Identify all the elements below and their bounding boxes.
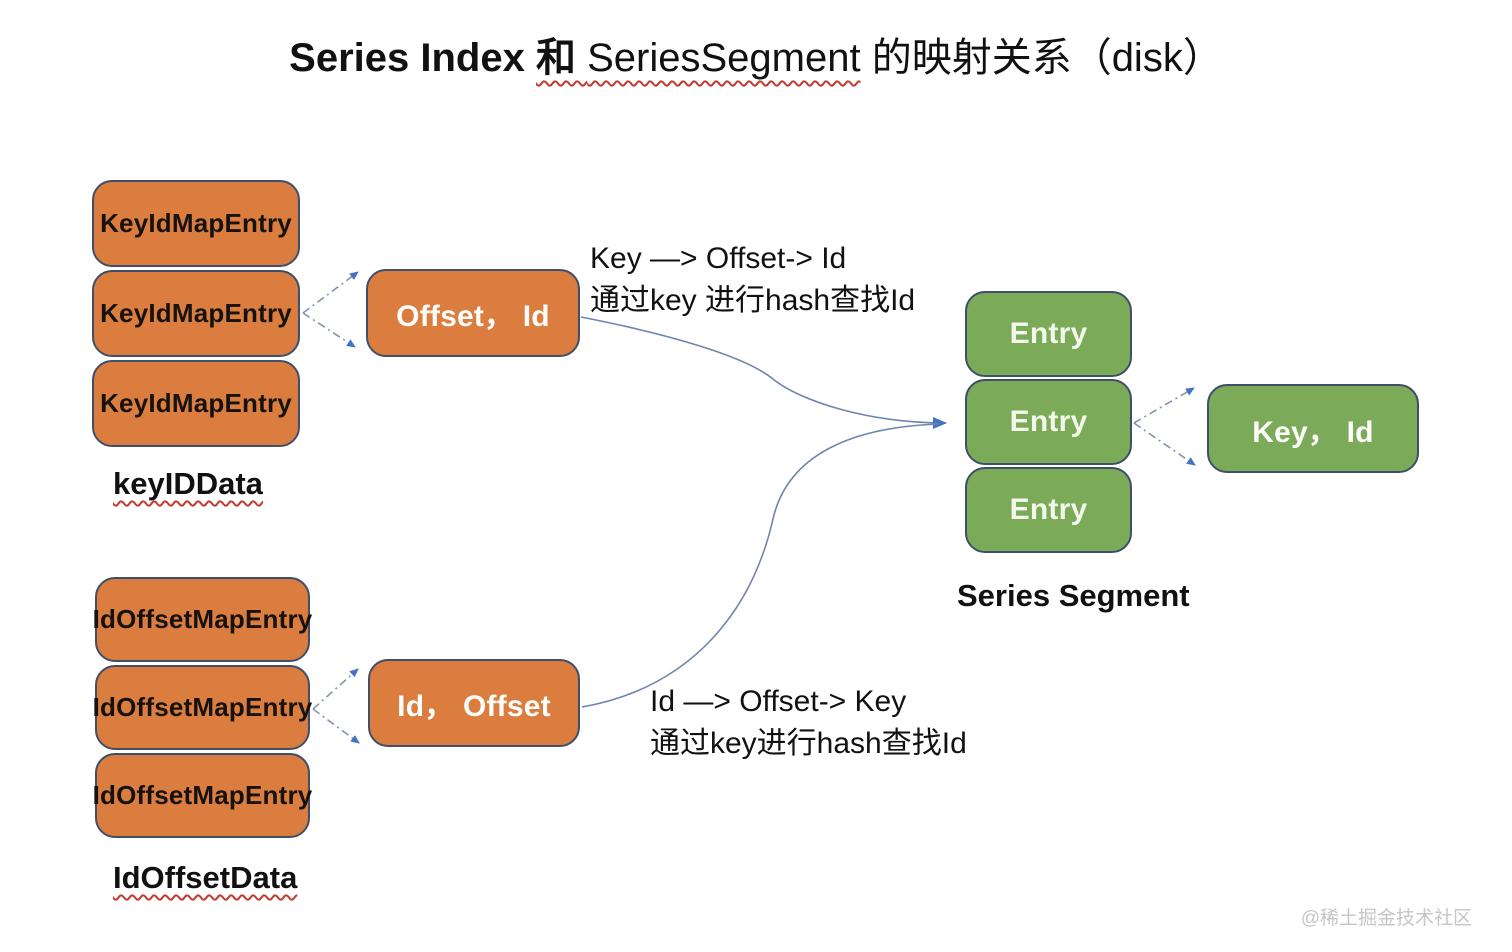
offset-id-label: Offset， Id	[396, 300, 550, 333]
keyidmapentry-box-2: KeyIdMapEntry	[92, 270, 300, 357]
keyidmapentry-box-1: KeyIdMapEntry	[92, 180, 300, 267]
watermark: @稀土掘金技术社区	[1300, 908, 1472, 929]
entry-box-2: Entry	[965, 379, 1132, 465]
bottom-annotation: Id —> Offset-> Key 通过key进行hash查找Id	[650, 681, 967, 765]
bottom-annotation-line2: 通过key进行hash查找Id	[650, 727, 967, 760]
key-id-box: Key， Id	[1207, 384, 1419, 473]
keyid-to-offsetid-arrows	[302, 271, 359, 348]
bottom-annotation-line1: Id —> Offset-> Key	[650, 685, 907, 718]
idoffsetmapentry-label: IdOffsetMapEntry	[92, 692, 313, 722]
id-offset-label: Id， Offset	[397, 690, 551, 723]
title-bold-part: Series Index	[289, 36, 536, 80]
page-title: Series Index 和 SeriesSegment 的映射关系（disk）	[0, 36, 1512, 80]
idoffsetmapentry-label: IdOffsetMapEntry	[92, 604, 313, 634]
idoffsetmapentry-box-3: IdOffsetMapEntry	[92, 753, 313, 838]
curve-idoffset-to-entry	[581, 423, 939, 708]
top-annotation-line2: 通过key 进行hash查找Id	[590, 284, 916, 317]
keyidmapentry-label: KeyIdMapEntry	[100, 388, 292, 418]
top-annotation-line1: Key —> Offset-> Id	[590, 242, 847, 275]
title-he: 和	[535, 36, 588, 80]
idoffset-to-idoffsetbox-arrows	[312, 668, 360, 744]
idoffsetdata-label: IdOffsetData	[113, 860, 298, 895]
series-segment-label: Series Segment	[957, 578, 1190, 613]
idoffsetmapentry-box-2: IdOffsetMapEntry	[92, 665, 313, 750]
id-offset-box: Id， Offset	[368, 659, 580, 747]
key-id-label: Key， Id	[1252, 415, 1374, 449]
entry-box-3: Entry	[965, 467, 1132, 553]
keyidmapentry-label: KeyIdMapEntry	[100, 208, 292, 238]
top-annotation: Key —> Offset-> Id 通过key 进行hash查找Id	[590, 238, 915, 322]
title-rest: 的映射关系（disk）	[860, 36, 1223, 80]
offset-id-box: Offset， Id	[366, 269, 580, 357]
entry-to-keyid-arrows	[1133, 387, 1196, 466]
entry-box-1: Entry	[965, 291, 1132, 377]
curve-offsetid-to-entry	[580, 316, 947, 429]
idoffsetmapentry-box-1: IdOffsetMapEntry	[92, 577, 313, 662]
entry-label: Entry	[1009, 317, 1088, 350]
entry-label: Entry	[1009, 405, 1088, 438]
title-seriessegment: SeriesSegment	[587, 36, 861, 80]
entry-label: Entry	[1009, 493, 1088, 526]
keyiddata-label: keyIDData	[113, 466, 263, 501]
idoffsetmapentry-label: IdOffsetMapEntry	[92, 780, 313, 810]
keyidmapentry-box-3: KeyIdMapEntry	[92, 360, 300, 447]
keyidmapentry-label: KeyIdMapEntry	[100, 298, 292, 328]
